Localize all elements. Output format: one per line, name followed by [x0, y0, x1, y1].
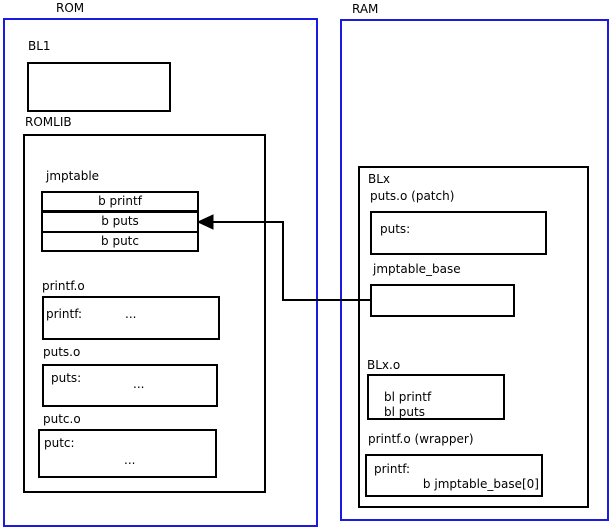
romlib-box	[23, 134, 266, 493]
printf-wrapper-box: printf: b jmptable_base[0]	[365, 454, 543, 497]
printf-wrapper-symbol: printf:	[374, 462, 411, 476]
puts-body-dots: ...	[133, 377, 145, 391]
puts-symbol: puts:	[51, 371, 82, 385]
printf-wrapper-body: b jmptable_base[0]	[422, 477, 539, 491]
blx-o-line1: bl printf	[384, 390, 432, 404]
printf-o-box: printf: ...	[42, 296, 220, 340]
bl1-label: BL1	[28, 39, 51, 53]
blx-o-box: bl printf bl puts	[367, 374, 505, 420]
putc-o-label: putc.o	[43, 412, 81, 426]
printf-body-dots: ...	[125, 307, 137, 321]
rom-label: ROM	[56, 1, 85, 15]
putc-symbol: putc:	[44, 436, 75, 450]
putc-o-box: putc: ...	[38, 429, 217, 478]
jmptable-base-box	[370, 284, 515, 317]
puts-patch-symbol: puts:	[380, 222, 411, 236]
printf-o-label: printf.o	[42, 279, 85, 293]
puts-patch-box: puts:	[370, 211, 547, 255]
jmptable-row-puts: b puts	[41, 211, 199, 233]
puts-patch-label: puts.o (patch)	[370, 189, 455, 203]
blx-box	[358, 166, 589, 508]
blx-o-line2: bl puts	[384, 405, 425, 419]
puts-o-box: puts: ...	[42, 364, 218, 407]
printf-symbol: printf:	[46, 307, 83, 321]
bl1-box	[27, 62, 171, 112]
puts-o-label: puts.o	[43, 345, 81, 359]
jmptable-row-putc: b putc	[41, 231, 199, 252]
putc-body-dots: ...	[124, 453, 136, 467]
jmptable-base-label: jmptable_base	[373, 262, 461, 276]
blx-o-label: BLx.o	[367, 358, 401, 372]
jmptable-label: jmptable	[46, 169, 100, 183]
blx-label: BLx	[368, 172, 391, 186]
jmptable-row-printf: b printf	[41, 191, 199, 212]
romlib-label: ROMLIB	[25, 115, 72, 129]
ram-label: RAM	[352, 2, 379, 16]
printf-wrapper-label: printf.o (wrapper)	[368, 432, 474, 446]
